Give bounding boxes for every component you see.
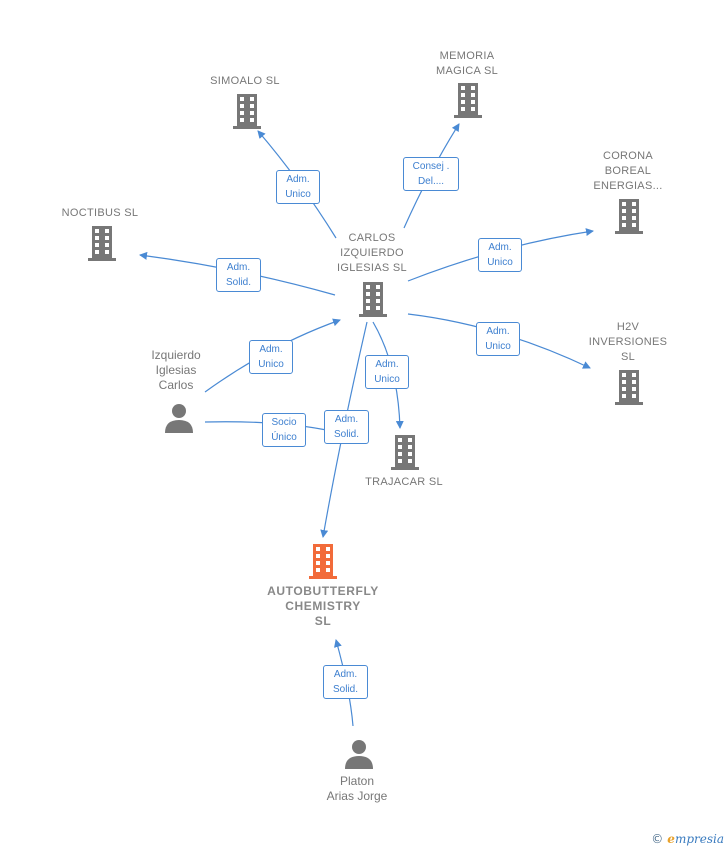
- building-icon-noctibus: [88, 226, 116, 261]
- person-label-izquierdo[interactable]: Izquierdo Iglesias Carlos: [151, 348, 201, 392]
- person-icon-izquierdo: [165, 404, 193, 433]
- building-icon-autobutterfly: [309, 544, 337, 579]
- edge-label-autobutterfly: Adm. Solid.: [324, 410, 369, 444]
- node-label-simoalo[interactable]: SIMOALO SL: [210, 75, 280, 87]
- edge-label-corona: Adm. Unico: [478, 238, 522, 272]
- brand-logo-initial: e: [667, 832, 675, 846]
- node-label-h2v[interactable]: H2V INVERSIONES SL: [588, 321, 668, 363]
- node-label-carlos-sl[interactable]: CARLOS IZQUIERDO IGLESIAS SL: [337, 232, 407, 274]
- person-icon-platon: [345, 740, 373, 769]
- node-label-corona[interactable]: CORONA BOREAL ENERGIAS...: [593, 150, 663, 192]
- brand-logo-text: mpresia: [674, 832, 724, 846]
- brand-footer[interactable]: ©empresia: [651, 832, 724, 846]
- edge-label-platon: Adm. Solid.: [323, 665, 368, 699]
- building-icon-memoria: [454, 83, 482, 118]
- building-icon-carlos-sl: [359, 282, 387, 317]
- person-label-platon[interactable]: Platon Arias Jorge: [326, 774, 388, 803]
- edge-label-trajacar: Adm. Unico: [365, 355, 409, 389]
- edge-label-izquierdo-carlos: Adm. Unico: [249, 340, 293, 374]
- edge-label-memoria: Consej . Del....: [403, 157, 459, 191]
- edge-label-socio: Socio Único: [262, 413, 306, 447]
- node-label-memoria[interactable]: MEMORIA MAGICA SL: [436, 50, 498, 77]
- node-label-trajacar[interactable]: TRAJACAR SL: [365, 476, 443, 488]
- building-icon-simoalo: [233, 94, 261, 129]
- copyright-icon: ©: [651, 832, 664, 846]
- edge-label-simoalo: Adm. Unico: [276, 170, 320, 204]
- node-label-autobutterfly[interactable]: AUTOBUTTERFLY CHEMISTRY SL: [267, 584, 379, 628]
- edge-label-h2v: Adm. Unico: [476, 322, 520, 356]
- node-label-noctibus[interactable]: NOCTIBUS SL: [61, 207, 139, 219]
- edge-label-noctibus: Adm. Solid.: [216, 258, 261, 292]
- building-icon-trajacar: [391, 435, 419, 470]
- building-icon-corona: [615, 199, 643, 234]
- building-icon-h2v: [615, 370, 643, 405]
